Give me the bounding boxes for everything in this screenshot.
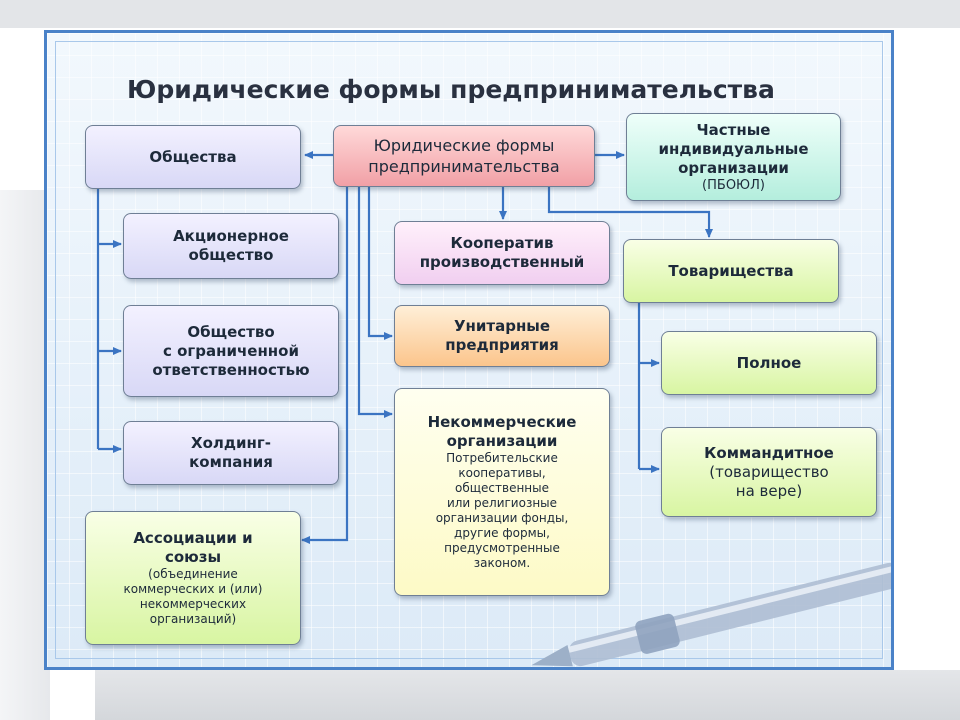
unitary-line-2: предприятия (445, 336, 559, 354)
box-societies: Общества (85, 125, 301, 189)
partnerships-label: Товарищества (668, 261, 794, 280)
slide-frame: Юридические формы предпринимательства (44, 30, 894, 670)
box-limited-partnership: Коммандитное (товарищество на вере) (661, 427, 877, 517)
connector-center-associations (301, 187, 349, 544)
holding-line-2: компания (189, 453, 273, 471)
pen-body (531, 562, 891, 667)
unitary-line-1: Унитарные (453, 317, 551, 335)
associations-sub-4: организаций) (149, 612, 237, 626)
llc-line-1: Общество (187, 322, 275, 341)
coop-line-1: Кооператив (450, 234, 554, 252)
limited-line-3: на вере) (735, 481, 803, 500)
connector-center-unitary (367, 187, 393, 340)
coop-line-2: производственный (419, 253, 585, 271)
nonprofit-sub-8: законом. (473, 556, 531, 570)
pen-decoration (531, 562, 891, 667)
nonprofit-sub-2: кооперативы, (458, 466, 546, 480)
llc-line-3: ответственностью (152, 360, 310, 379)
box-llc: Общество с ограниченной ответственностью (123, 305, 339, 397)
nonprofit-line-2: организации (446, 432, 558, 450)
box-unitary-enterprises: Унитарные предприятия (394, 305, 610, 367)
joint-stock-line-1: Акционерное (173, 227, 289, 245)
background-band-top (0, 0, 960, 28)
box-joint-stock-company: Акционерное общество (123, 213, 339, 279)
slide-inner-border (55, 41, 883, 659)
box-holding-company: Холдинг- компания (123, 421, 339, 485)
nonprofit-sub-5: организации фонды, (435, 511, 569, 525)
associations-sub-1: (объединение (148, 567, 238, 581)
associations-sub-3: некоммерческих (139, 597, 247, 611)
nonprofit-line-1: Некоммерческие (427, 413, 577, 431)
associations-sub-2: коммерческих и (или) (123, 582, 263, 596)
private-sub: (ПБОЮЛ) (702, 178, 765, 193)
full-label: Полное (736, 353, 802, 372)
box-partnerships: Товарищества (623, 239, 839, 303)
nonprofit-sub-6: другие формы, (454, 526, 550, 540)
private-line-2: индивидуальные (658, 140, 809, 158)
associations-line-2: союзы (164, 548, 222, 566)
connector-center-nonprofit (357, 187, 393, 418)
background-band-left (0, 190, 50, 720)
joint-stock-line-2: общество (188, 246, 274, 264)
connector-lines (96, 151, 713, 544)
page-title: Юридические формы предпринимательства (127, 75, 775, 104)
center-line-2: предпринимательства (368, 157, 560, 176)
nonprofit-sub-7: предусмотренные (444, 541, 560, 555)
center-line-1: Юридические формы (373, 136, 555, 155)
box-full-partnership: Полное (661, 331, 877, 395)
llc-line-2: с ограниченной (162, 341, 299, 360)
box-legal-forms-center: Юридические формы предпринимательства (333, 125, 595, 187)
nonprofit-sub-1: Потребительские (446, 451, 558, 465)
box-private-individual-organizations: Частные индивидуальные организации (ПБОЮ… (626, 113, 841, 201)
connector-center-partnerships (547, 187, 713, 238)
private-line-3: организации (678, 159, 789, 177)
box-associations-unions: Ассоциации и союзы (объединение коммерче… (85, 511, 301, 645)
nonprofit-sub-3: общественные (454, 481, 550, 495)
societies-label: Общества (149, 147, 237, 166)
private-line-1: Частные (696, 121, 771, 139)
box-production-cooperative: Кооператив производственный (394, 221, 610, 285)
nonprofit-sub-4: или религиозные (446, 496, 558, 510)
limited-line-2: (товарищество (709, 462, 829, 481)
background-band-bottom (95, 670, 960, 720)
holding-line-1: Холдинг- (191, 434, 271, 452)
limited-line-1: Коммандитное (704, 443, 834, 462)
associations-line-1: Ассоциации и (133, 529, 253, 547)
box-nonprofit-organizations: Некоммерческие организации Потребительск… (394, 388, 610, 596)
